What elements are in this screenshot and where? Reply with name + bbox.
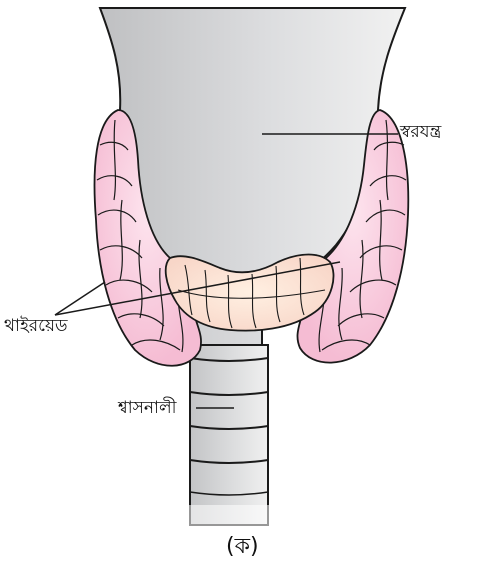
larynx-label: স্বরযন্ত্র — [400, 124, 441, 141]
thyroid-label: থাইরয়েড — [4, 318, 68, 335]
figure-caption: (ক) — [226, 536, 259, 558]
trachea — [188, 345, 270, 527]
trachea-label: শ্বাসনালী — [118, 400, 176, 417]
